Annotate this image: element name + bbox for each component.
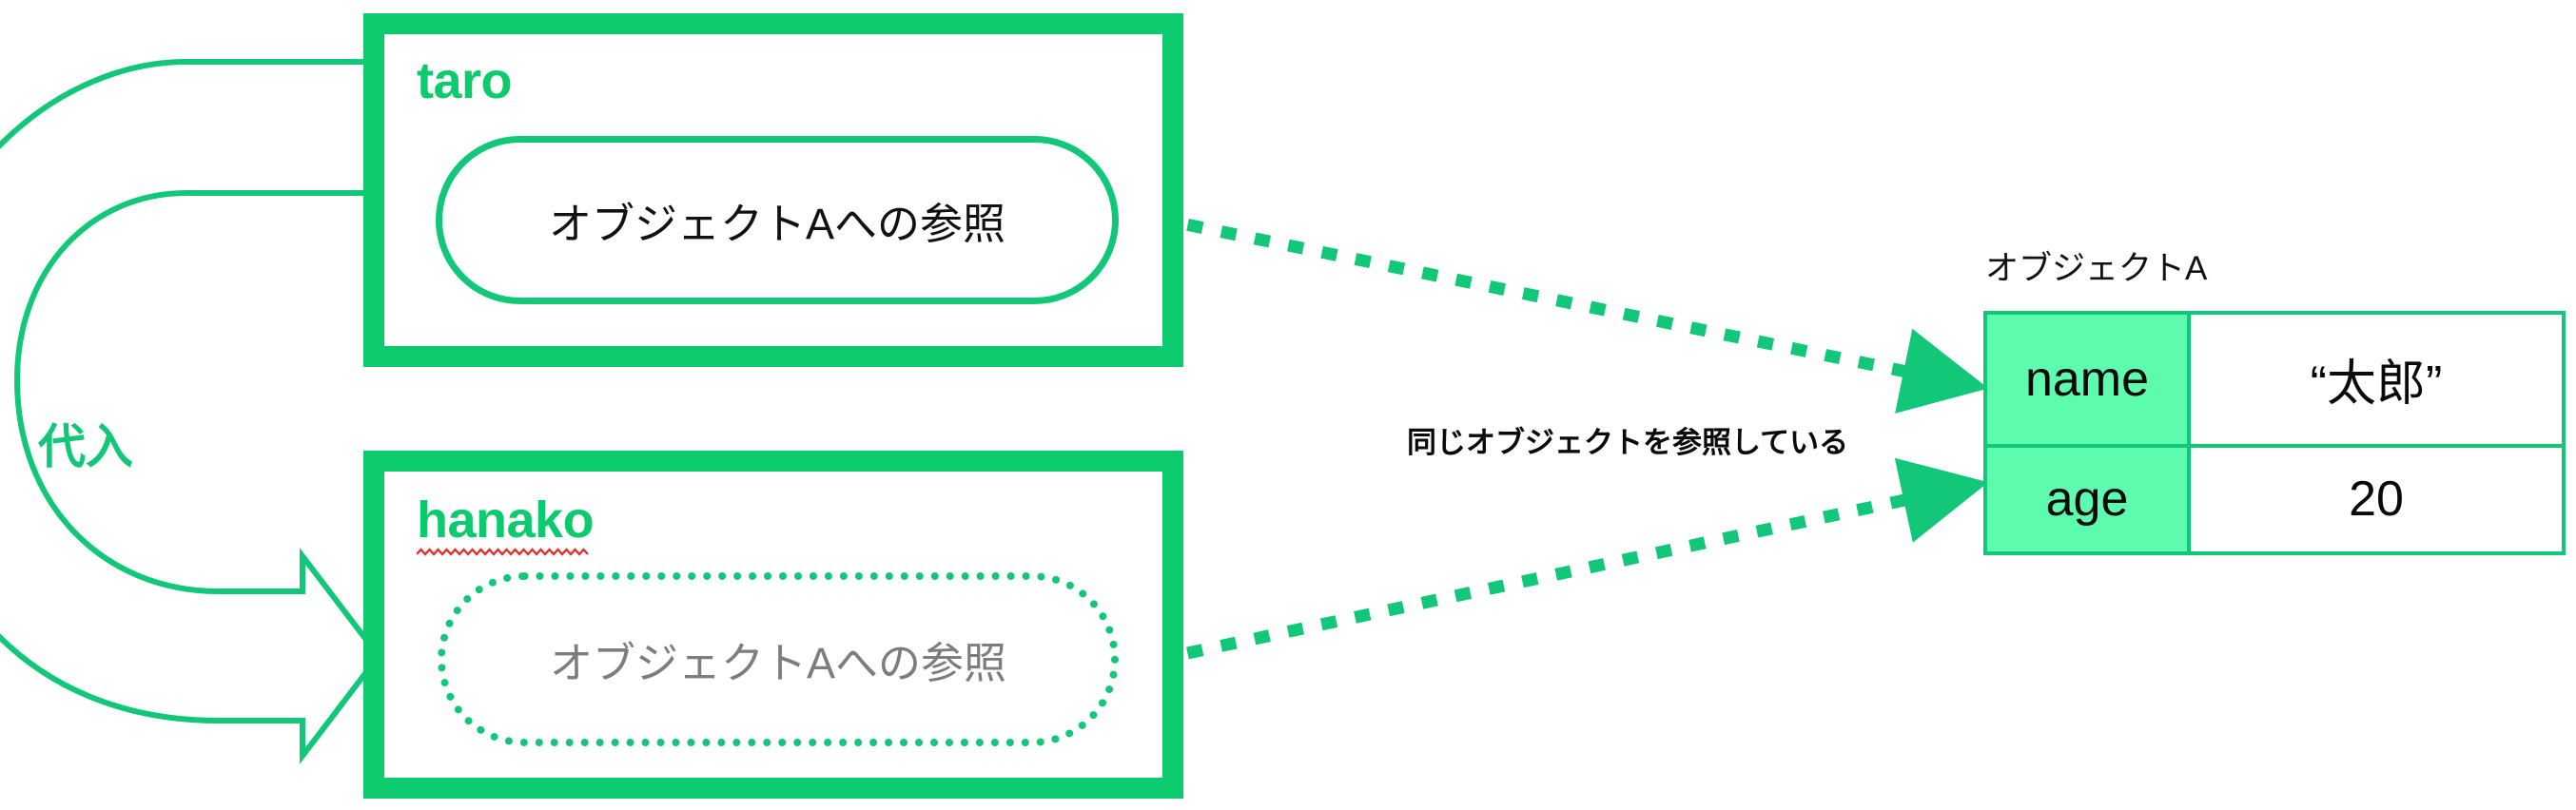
table-row: age 20 <box>1983 443 2566 556</box>
variable-label-taro: taro <box>417 52 513 109</box>
property-value-name: “太郎” <box>2187 311 2566 448</box>
property-key-name: name <box>1983 311 2191 448</box>
reference-capsule-taro: オブジェクトAへの参照 <box>436 136 1119 304</box>
assignment-curved-arrow-icon <box>0 43 414 764</box>
same-object-annotation: 同じオブジェクトを参照している <box>1407 426 1849 459</box>
property-value-age: 20 <box>2187 443 2566 556</box>
property-key-age: age <box>1983 443 2191 556</box>
reference-capsule-hanako-text: オブジェクトAへの参照 <box>549 639 1006 687</box>
table-row: name “太郎” <box>1983 311 2566 448</box>
object-property-table: name “太郎” age 20 <box>1983 311 2566 556</box>
variable-label-hanako: hanako <box>417 492 595 549</box>
spellcheck-squiggle-icon <box>417 548 590 556</box>
object-title: オブジェクトA <box>1985 250 2208 287</box>
reference-capsule-taro-text: オブジェクトAへの参照 <box>548 200 1005 248</box>
reference-capsule-hanako: オブジェクトAへの参照 <box>438 572 1119 746</box>
assignment-label: 代入 <box>38 420 133 473</box>
reference-arrow-hanako <box>1119 457 1989 674</box>
reference-arrow-taro <box>1119 204 1989 414</box>
